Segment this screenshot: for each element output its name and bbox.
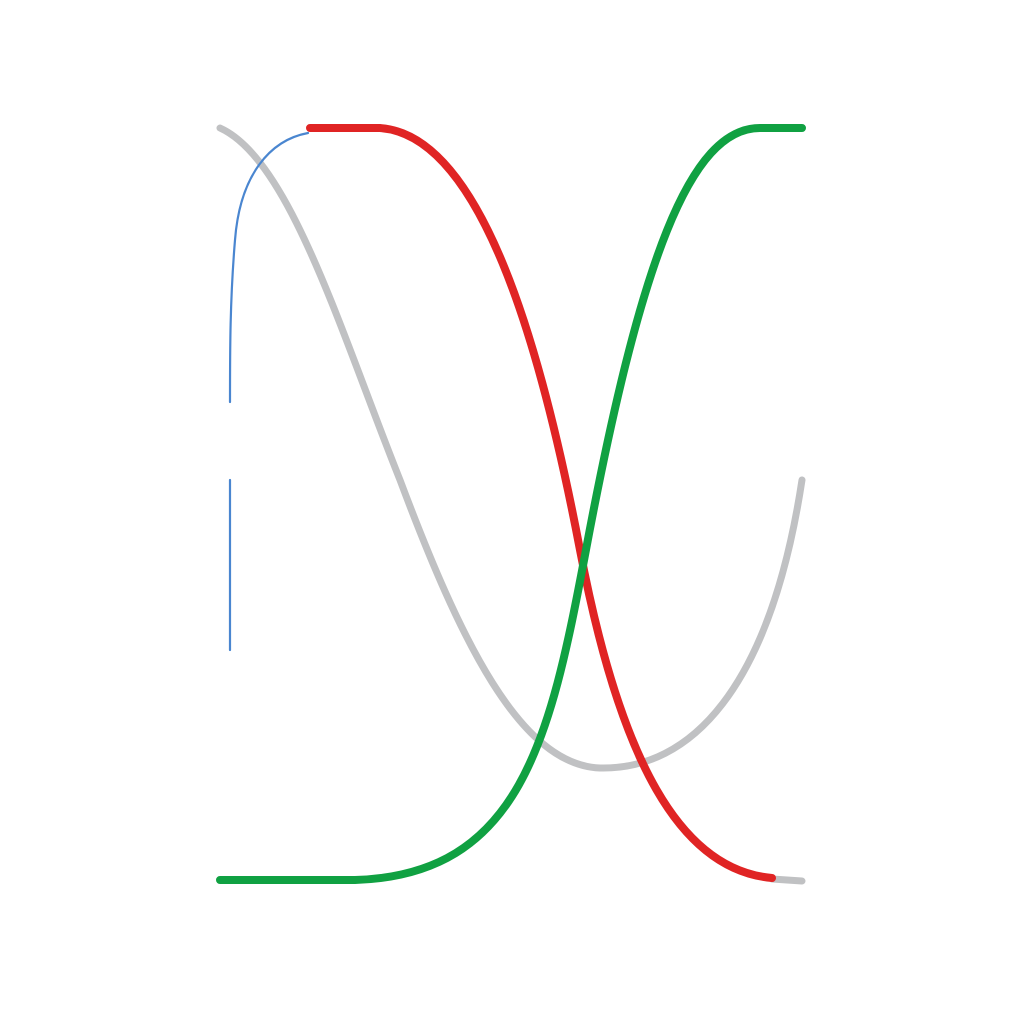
gray-curve-tail bbox=[768, 875, 806, 885]
blue-arrow-curve bbox=[228, 131, 310, 404]
green-curve bbox=[216, 124, 806, 884]
red-curve bbox=[306, 124, 776, 882]
gray-curve bbox=[216, 124, 806, 772]
